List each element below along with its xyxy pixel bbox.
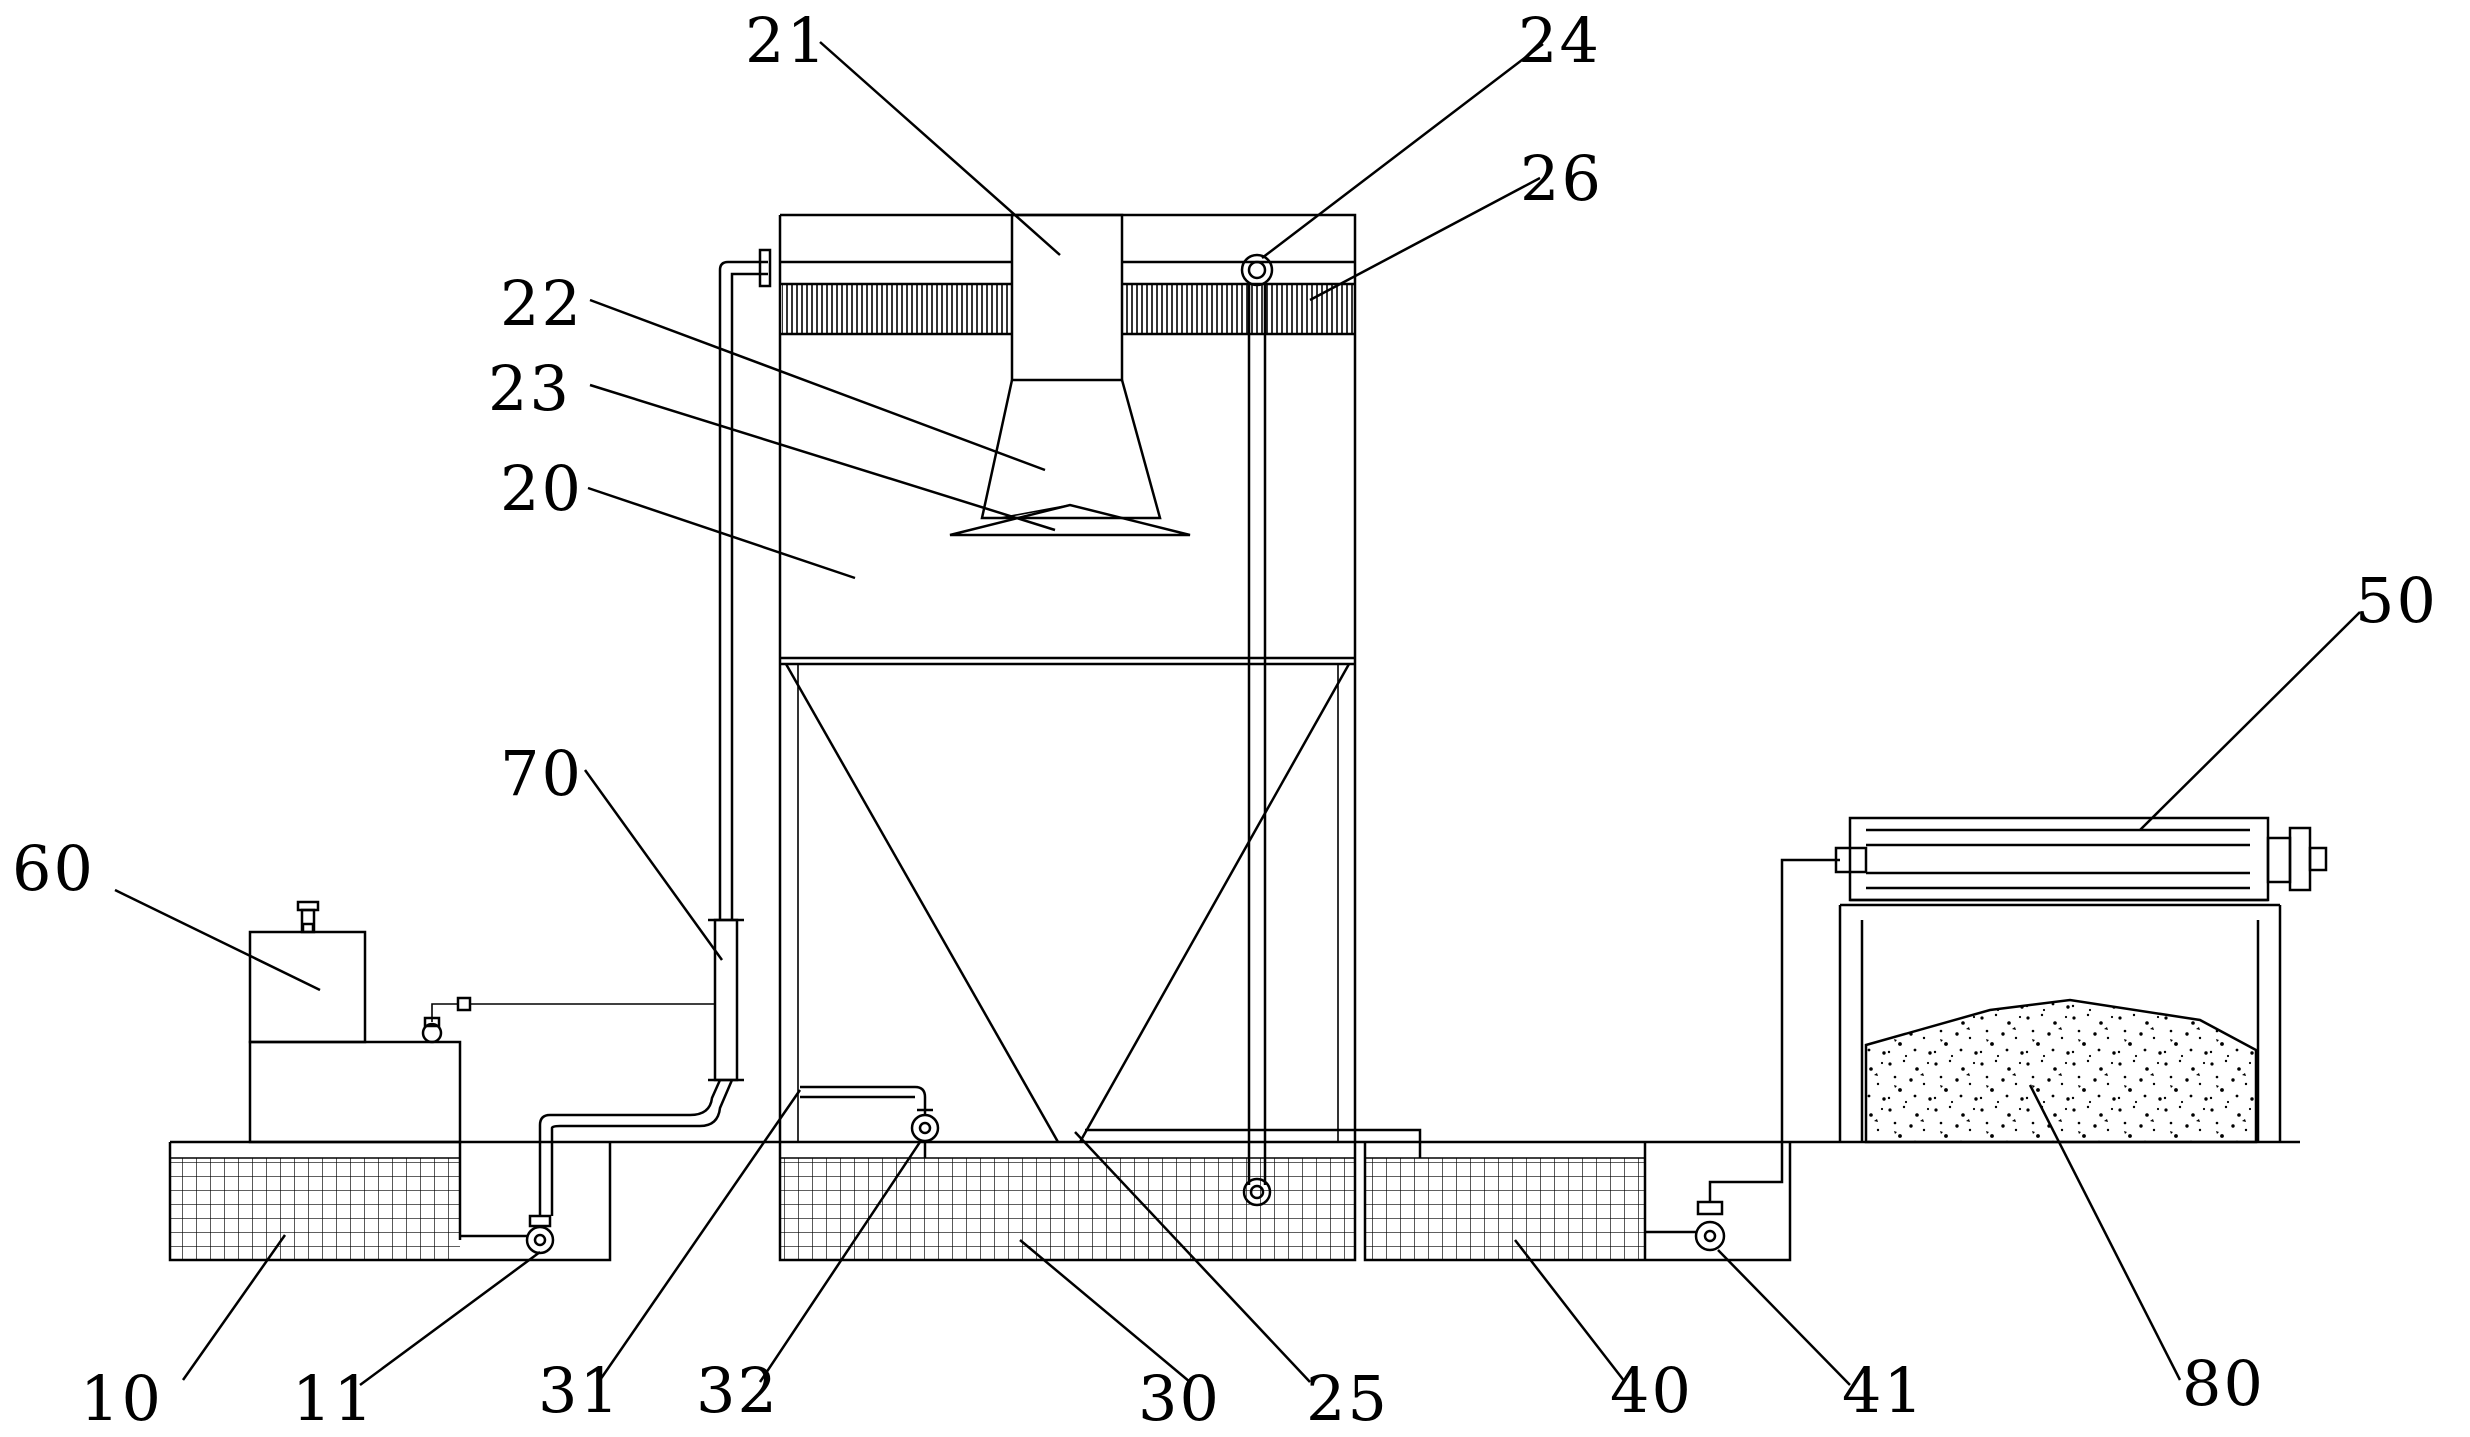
label-20: 20	[500, 452, 583, 525]
sludge-pool-30	[778, 1142, 1357, 1262]
label-11: 11	[292, 1362, 375, 1435]
overflow-line-31	[800, 1085, 927, 1115]
label-70: 70	[500, 737, 583, 810]
dosing-unit-60	[248, 900, 462, 1144]
label-24: 24	[1518, 4, 1601, 77]
label-40: 40	[1610, 1354, 1693, 1427]
label-21: 21	[745, 4, 828, 77]
label-31: 31	[538, 1354, 621, 1427]
sludge-bin-80	[1838, 903, 2282, 1144]
line-pump41-to-press	[1708, 858, 1840, 1202]
label-26: 26	[1520, 142, 1603, 215]
label-41: 41	[1842, 1354, 1925, 1427]
pump-11	[525, 1214, 555, 1255]
pool-10	[168, 1142, 612, 1262]
label-30: 30	[1138, 1362, 1221, 1435]
label-22: 22	[500, 267, 583, 340]
pool-40	[1363, 1142, 1792, 1262]
leader-lines	[114, 41, 2361, 1387]
filter-press-50	[1834, 816, 2328, 902]
dosing-line	[431, 1003, 715, 1022]
airlift-pipe-24	[1240, 253, 1274, 1207]
valve-32	[910, 1108, 940, 1158]
pump-41	[1694, 1200, 1726, 1252]
label-10: 10	[80, 1362, 163, 1435]
label-32: 32	[696, 1354, 779, 1427]
label-50: 50	[2355, 564, 2438, 637]
central-inlet-21	[949, 213, 1191, 537]
label-23: 23	[488, 352, 571, 425]
dosing-nozzle	[456, 996, 472, 1012]
label-25: 25	[1306, 1362, 1389, 1435]
label-80: 80	[2182, 1347, 2265, 1420]
line-pump11-to-mixer	[538, 1079, 734, 1216]
outlet-line-25	[1085, 1128, 1422, 1158]
clarifier-20	[778, 213, 1357, 1143]
label-60: 60	[12, 832, 95, 905]
pipe-mixer-70	[708, 248, 772, 1082]
